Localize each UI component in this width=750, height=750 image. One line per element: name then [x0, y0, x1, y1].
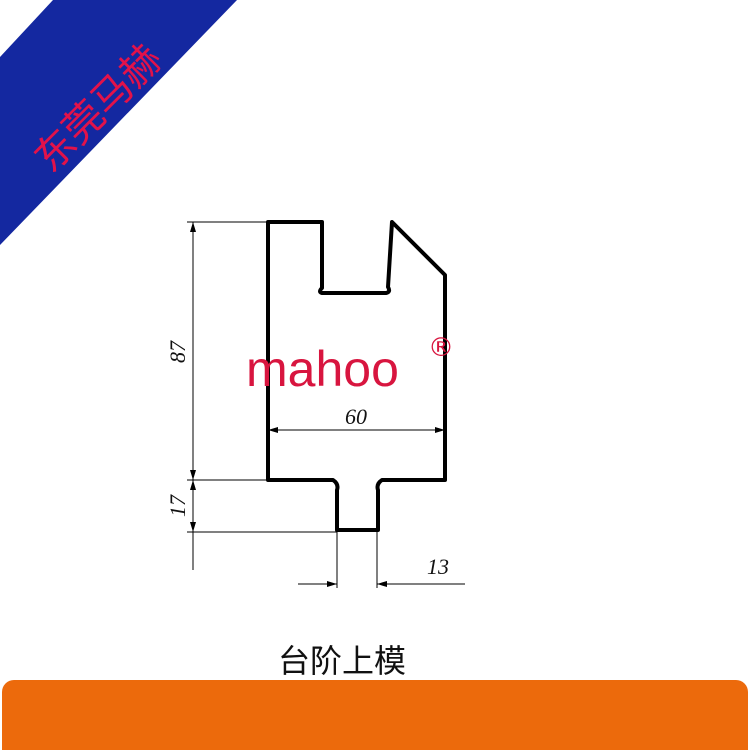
banner-band — [0, 0, 237, 245]
tool-profile — [266, 220, 447, 532]
brand-logo: mahoo — [246, 341, 399, 397]
dimension-13: 13 — [427, 554, 449, 579]
caption: 台阶上模 — [278, 642, 406, 680]
corner-banner: 东莞马赫 — [0, 0, 237, 245]
dimension-87: 87 — [165, 340, 190, 363]
footer-bar — [2, 680, 748, 750]
registered-mark: ® — [428, 333, 454, 363]
dimension-60: 60 — [345, 404, 367, 429]
dimension-17: 17 — [165, 494, 190, 517]
dimension-lines — [187, 221, 465, 588]
